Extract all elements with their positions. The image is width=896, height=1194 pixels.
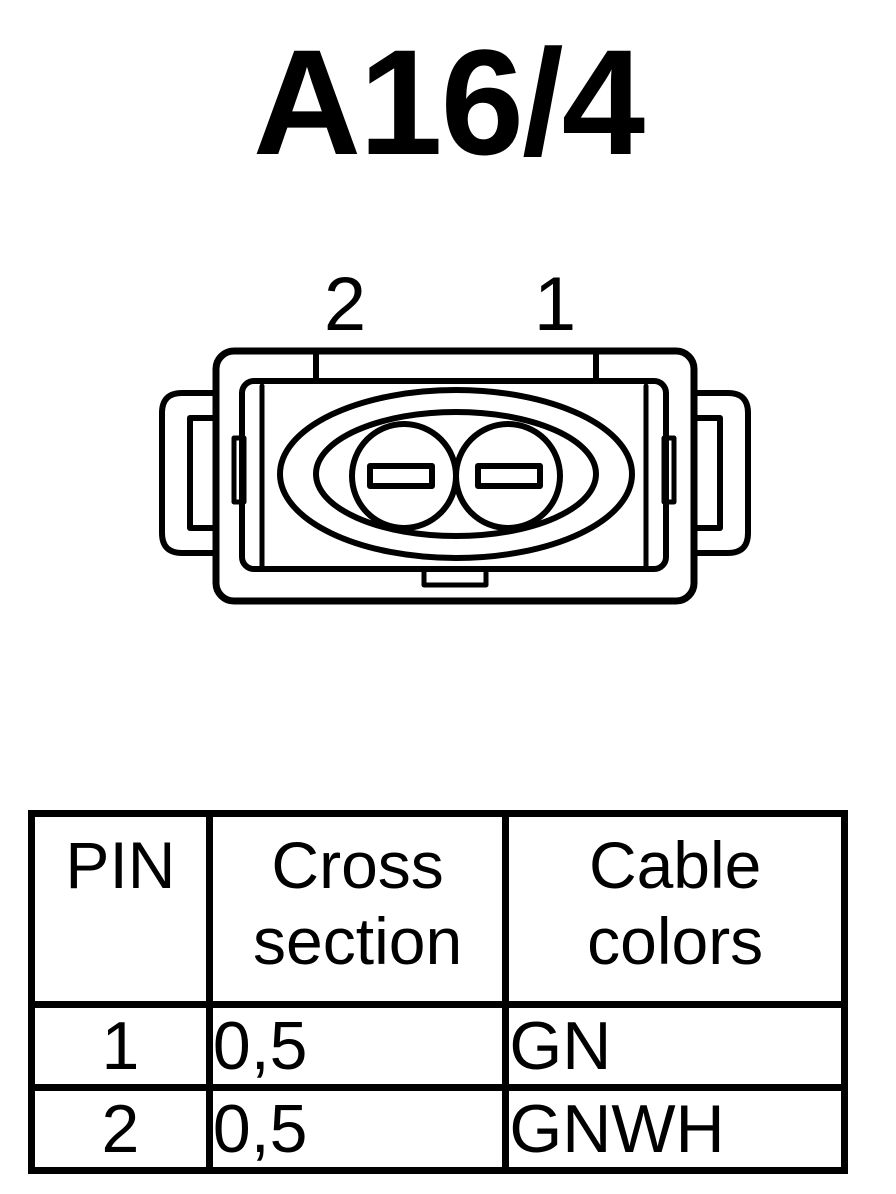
pin-table-header: PIN Cross section Cable colors [28, 810, 848, 1008]
header-cross-section: Cross section [205, 810, 510, 1008]
left-latch-inner [187, 415, 219, 531]
pin-contact-2 [367, 463, 435, 489]
right-latch-inner [691, 415, 723, 531]
row-cable-color: GN [502, 1001, 848, 1091]
header-pin: PIN [28, 810, 213, 1008]
left-latch [159, 390, 219, 556]
connector-diagram: 2 1 [159, 262, 751, 605]
right-latch [691, 390, 751, 556]
left-rib [231, 435, 247, 505]
pin-label-1: 1 [534, 262, 576, 347]
connector-title: A16/4 [252, 18, 645, 186]
header-cable-colors: Cable colors [502, 810, 848, 1008]
header-pin-label: PIN [65, 828, 176, 902]
right-rib [661, 435, 677, 505]
pin-table: PIN Cross section Cable colors 1 0,5 GN … [28, 810, 848, 1174]
bottom-key [421, 566, 489, 588]
header-color-line2: colors [587, 904, 764, 978]
inner-seal [313, 409, 599, 539]
pin-label-2: 2 [324, 262, 366, 347]
top-key [313, 351, 599, 384]
header-cross-line2: section [253, 904, 463, 978]
pin-cavity-1 [453, 421, 563, 531]
pin-contact-1 [475, 463, 543, 489]
row-pin: 1 [28, 1001, 213, 1091]
row-cross-section: 0,5 [205, 1084, 510, 1174]
row-cross-section: 0,5 [205, 1001, 510, 1091]
table-row: 1 0,5 GN [28, 1001, 848, 1091]
row-cable-color: GNWH [502, 1084, 848, 1174]
header-cross-line1: Cross [271, 828, 444, 902]
table-row: 2 0,5 GNWH [28, 1084, 848, 1174]
connector-housing [212, 347, 698, 605]
outer-seal [277, 387, 635, 561]
row-pin: 2 [28, 1084, 213, 1174]
header-color-line1: Cable [588, 828, 762, 902]
